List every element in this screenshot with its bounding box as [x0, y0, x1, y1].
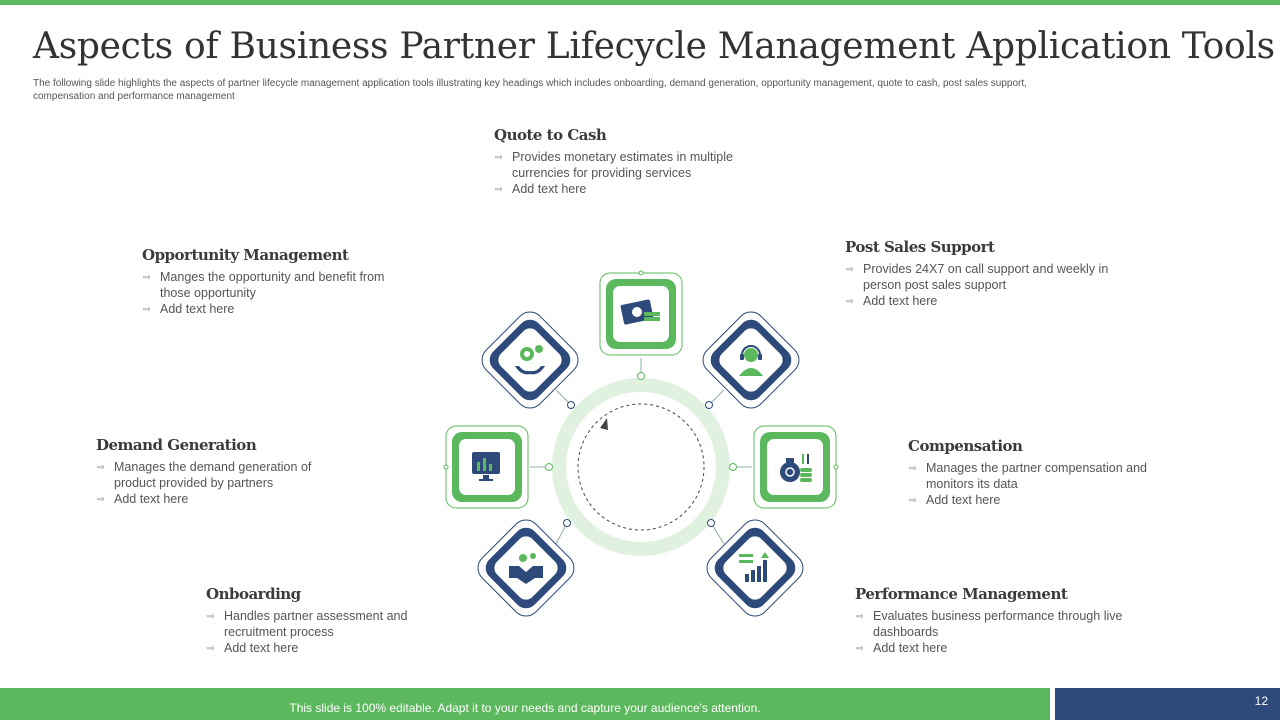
arrow-icon: ⇨ [856, 611, 864, 621]
arrow-icon: ⇨ [207, 611, 215, 621]
block-onboarding: Onboarding ⇨Handles partner assessment a… [206, 585, 431, 656]
bullet-item: ⇨Manages the partner compensation and mo… [909, 461, 1147, 491]
center-ring [552, 378, 730, 556]
footer-text: This slide is 100% editable. Adapt it to… [289, 701, 761, 715]
block-demand-generation: Demand Generation ⇨Manages the demand ge… [96, 436, 336, 507]
top-accent-bar [0, 0, 1280, 5]
block-title: Post Sales Support [845, 238, 995, 256]
node-compensation [753, 425, 839, 509]
block-title: Quote to Cash [494, 126, 607, 144]
bullet-item: ⇨Add text here [97, 492, 189, 506]
bullet-item: ⇨Add text here [846, 294, 938, 308]
page-subtitle: The following slide highlights the aspec… [33, 78, 1027, 102]
page-number: 12 [1254, 694, 1268, 708]
arrow-icon: ⇨ [97, 494, 105, 504]
arrow-icon: ⇨ [909, 463, 917, 473]
monitor-chart-icon [472, 452, 500, 481]
arrow-icon: ⇨ [909, 495, 917, 505]
bullet-item: ⇨Manages the demand generation of produc… [97, 460, 312, 490]
node-performance-management [706, 519, 804, 617]
arrow-icon: ⇨ [856, 643, 864, 653]
block-title: Onboarding [206, 585, 301, 603]
money-cash-icon [620, 299, 660, 325]
arrow-icon: ⇨ [143, 272, 151, 282]
block-performance-management: Performance Management ⇨Evaluates busine… [855, 585, 1145, 656]
block-opportunity-management: Opportunity Management ⇨Manges the oppor… [142, 246, 407, 317]
bullet-item: ⇨Manges the opportunity and benefit from… [143, 270, 385, 300]
block-title: Performance Management [855, 585, 1068, 603]
node-onboarding [477, 519, 575, 617]
arrow-icon: ⇨ [846, 264, 854, 274]
node-quote-to-cash [599, 270, 683, 356]
bar-chart-icon [739, 552, 769, 582]
bullet-item: ⇨Add text here [143, 302, 235, 316]
footer-navy-block: 12 [1055, 688, 1280, 720]
block-compensation: Compensation ⇨Manages the partner compen… [908, 437, 1170, 508]
footer-bar: This slide is 100% editable. Adapt it to… [0, 688, 1050, 720]
block-quote-to-cash: Quote to Cash ⇨Provides monetary estimat… [494, 126, 764, 197]
arrow-icon: ⇨ [846, 296, 854, 306]
bullet-item: ⇨Add text here [207, 641, 299, 655]
bullet-item: ⇨Add text here [856, 641, 948, 655]
arrow-icon: ⇨ [495, 184, 503, 194]
bullet-item: ⇨Provides 24X7 on call support and weekl… [846, 262, 1109, 292]
bullet-item: ⇨Provides monetary estimates in multiple… [495, 150, 733, 180]
bullet-item: ⇨Evaluates business performance through … [856, 609, 1123, 639]
node-demand-generation [443, 425, 529, 509]
bullet-item: ⇨Handles partner assessment and recruitm… [207, 609, 408, 639]
arrow-icon: ⇨ [207, 643, 215, 653]
handshake-icon [509, 553, 543, 584]
page-title: Aspects of Business Partner Lifecycle Ma… [33, 26, 1275, 67]
center-arrow-icon [600, 418, 608, 430]
headset-support-icon [739, 345, 763, 376]
block-title: Compensation [908, 437, 1023, 455]
bullet-item: ⇨Add text here [495, 182, 587, 196]
arrow-icon: ⇨ [495, 152, 503, 162]
block-title: Demand Generation [96, 436, 257, 454]
money-bag-icon [780, 454, 812, 482]
gear-hands-icon [515, 345, 545, 375]
bullet-item: ⇨Add text here [909, 493, 1001, 507]
block-post-sales-support: Post Sales Support ⇨Provides 24X7 on cal… [845, 238, 1135, 309]
arrow-icon: ⇨ [97, 462, 105, 472]
block-title: Opportunity Management [142, 246, 349, 264]
arrow-icon: ⇨ [143, 304, 151, 314]
center-dashed-circle [577, 403, 705, 531]
